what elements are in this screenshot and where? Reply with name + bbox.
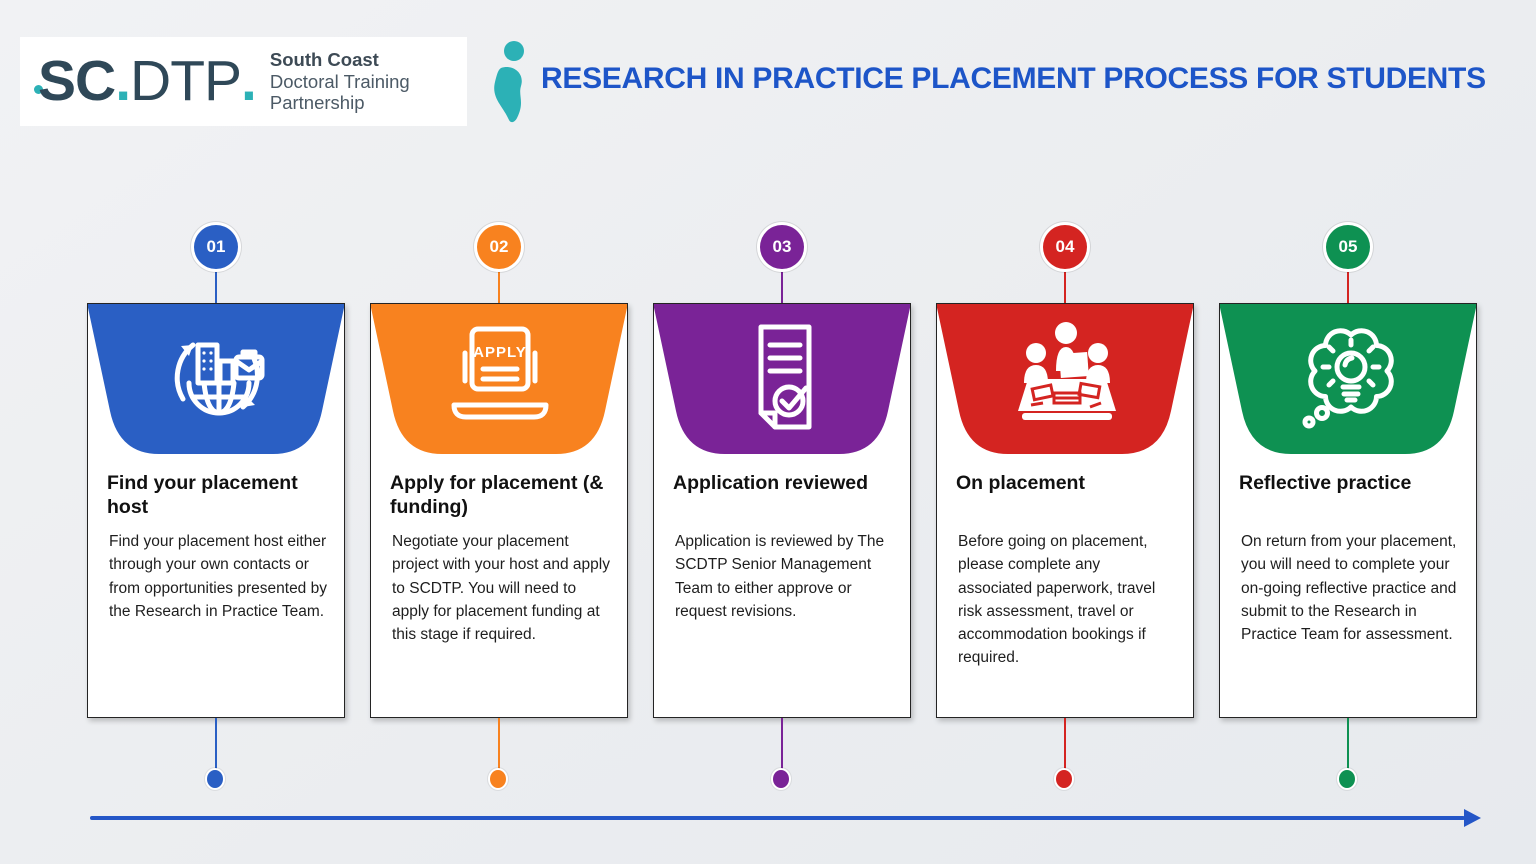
logo-teal-dot: .: [241, 49, 257, 113]
tagline-line: South Coast: [269, 48, 379, 70]
badge-connector-line: [1063, 269, 1067, 303]
badge-connector-line: [214, 269, 218, 303]
step-card: On placement Before going on placement, …: [936, 303, 1194, 718]
badge-connector-line: [497, 269, 501, 303]
dot-connector-line: [214, 718, 218, 771]
step-number-badge: 05: [1326, 225, 1370, 269]
step-description: Before going on placement, please comple…: [958, 533, 1156, 667]
scdtp-logo: SC.DTP. South Coast Doctoral Training Pa…: [20, 37, 467, 126]
step-number: 03: [772, 237, 792, 256]
logo-tagline: South Coast Doctoral Training Partnershi…: [270, 49, 410, 114]
step-number-badge: 02: [477, 225, 521, 269]
step-number-badge: 03: [760, 225, 804, 269]
step-title: Application reviewed: [673, 472, 869, 494]
step-title: On placement: [956, 472, 1085, 494]
tagline-line: Doctoral Training: [269, 70, 410, 92]
dot-connector-line: [1346, 718, 1350, 771]
step-number: 04: [1055, 237, 1075, 256]
step-number: 02: [489, 237, 509, 256]
logo-dot-accent-icon: [34, 85, 43, 94]
step-description: Application is reviewed by The SCDTP Sen…: [675, 533, 885, 620]
timeline-dot: [1056, 770, 1072, 788]
step-card-01: 01 Find your: [87, 225, 345, 797]
tagline-line: Partnership: [269, 92, 365, 114]
page-title: RESEARCH IN PRACTICE PLACEMENT PROCESS F…: [541, 62, 1486, 95]
step-number-badge: 04: [1043, 225, 1087, 269]
logo-sc-text: SC: [38, 49, 116, 113]
dot-connector-line: [780, 718, 784, 771]
scdtp-teal-figure-icon: [494, 41, 524, 123]
logo-teal-dot: .: [115, 49, 131, 113]
step-card: Find your placement host Find your place…: [87, 303, 345, 718]
process-timeline-arrow: [90, 809, 1481, 827]
timeline-dot: [1339, 770, 1355, 788]
step-number: 05: [1338, 237, 1358, 256]
apply-label: APPLY: [473, 344, 527, 361]
step-card: APPLY Apply for placement (& funding) Ne…: [370, 303, 628, 718]
step-number-badge: 01: [194, 225, 238, 269]
reflective-thought-lightbulb-icon: [1302, 328, 1394, 429]
logo-wordmark: SC.DTP.: [38, 53, 257, 110]
step-title: Apply for placement (& funding): [390, 472, 604, 518]
timeline-dot: [490, 770, 506, 788]
badge-connector-line: [780, 269, 784, 303]
step-card-03: 03 Application reviewed Application is r…: [653, 225, 911, 797]
dot-connector-line: [497, 718, 501, 771]
badge-connector-line: [1346, 269, 1350, 303]
document-approved-icon: [758, 324, 812, 430]
step-title: Reflective practice: [1239, 472, 1412, 494]
step-description: Negotiate your placement project with yo…: [392, 533, 610, 644]
step-title: Find your placement host: [107, 472, 298, 518]
step-card-04: 04 O: [936, 225, 1194, 797]
step-card-05: 05 Reflective practice On return from yo…: [1219, 225, 1477, 797]
step-description: Find your placement host either through …: [109, 533, 327, 620]
step-number: 01: [206, 237, 226, 256]
dot-connector-line: [1063, 718, 1067, 771]
building-globe-cycle-icon: [174, 342, 265, 416]
right-arrow-icon: [1464, 809, 1481, 827]
timeline-dot: [207, 770, 223, 788]
laptop-apply-icon: APPLY: [451, 326, 549, 420]
step-card: Application reviewed Application is revi…: [653, 303, 911, 718]
step-description: On return from your placement, you will …: [1241, 533, 1457, 644]
team-meeting-icon: [1018, 322, 1116, 420]
logo-dtp-text: DTP: [130, 49, 242, 113]
timeline-dot: [773, 770, 789, 788]
card-header-shape: [654, 304, 910, 454]
step-card-02: 02 APPLY Apply for placement (& funding)…: [370, 225, 628, 797]
step-card: Reflective practice On return from your …: [1219, 303, 1477, 718]
